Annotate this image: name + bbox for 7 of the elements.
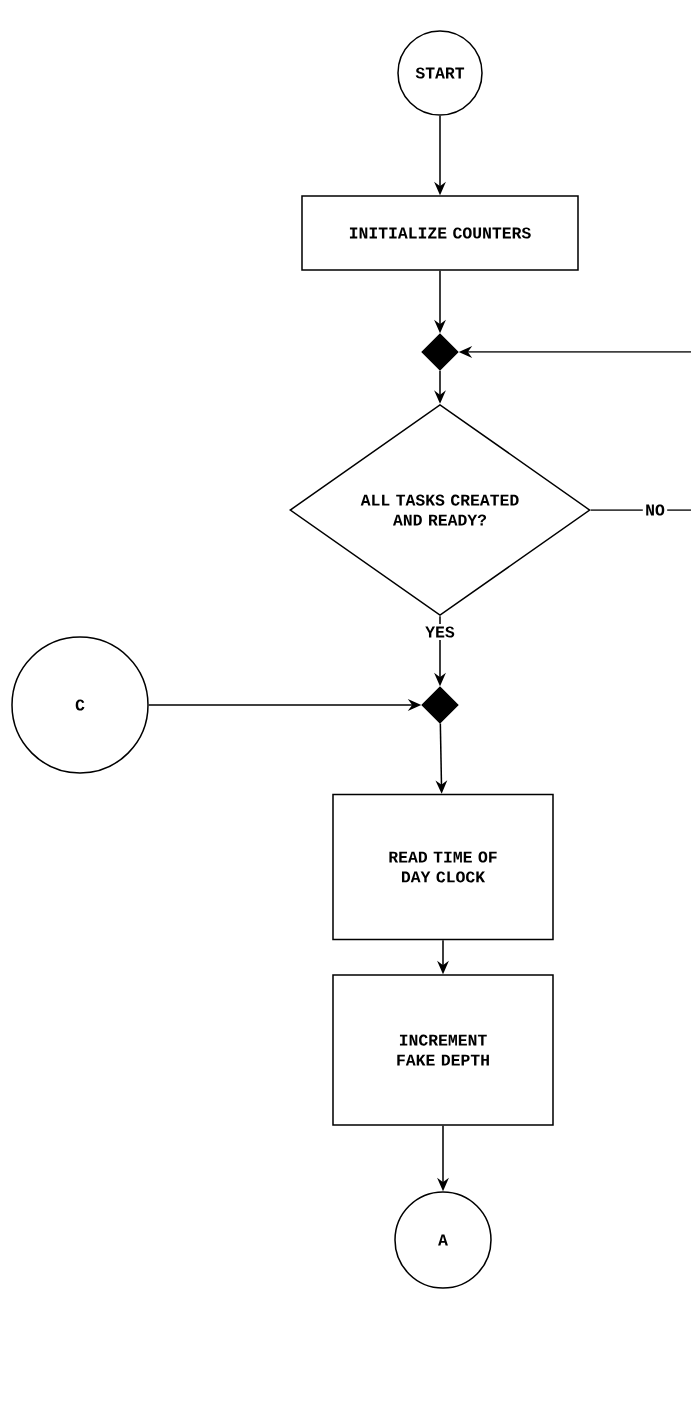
edge-label: NO [642, 502, 668, 518]
junction-diamond [421, 333, 459, 371]
process-box: READ TIME OF DAY CLOCK [332, 793, 554, 941]
process-box: INCREMENT FAKE DEPTH [332, 974, 554, 1126]
junction-diamond [421, 686, 459, 724]
process-box: INITIALIZE COUNTERS [301, 195, 579, 271]
edge-label: YES [422, 624, 458, 640]
